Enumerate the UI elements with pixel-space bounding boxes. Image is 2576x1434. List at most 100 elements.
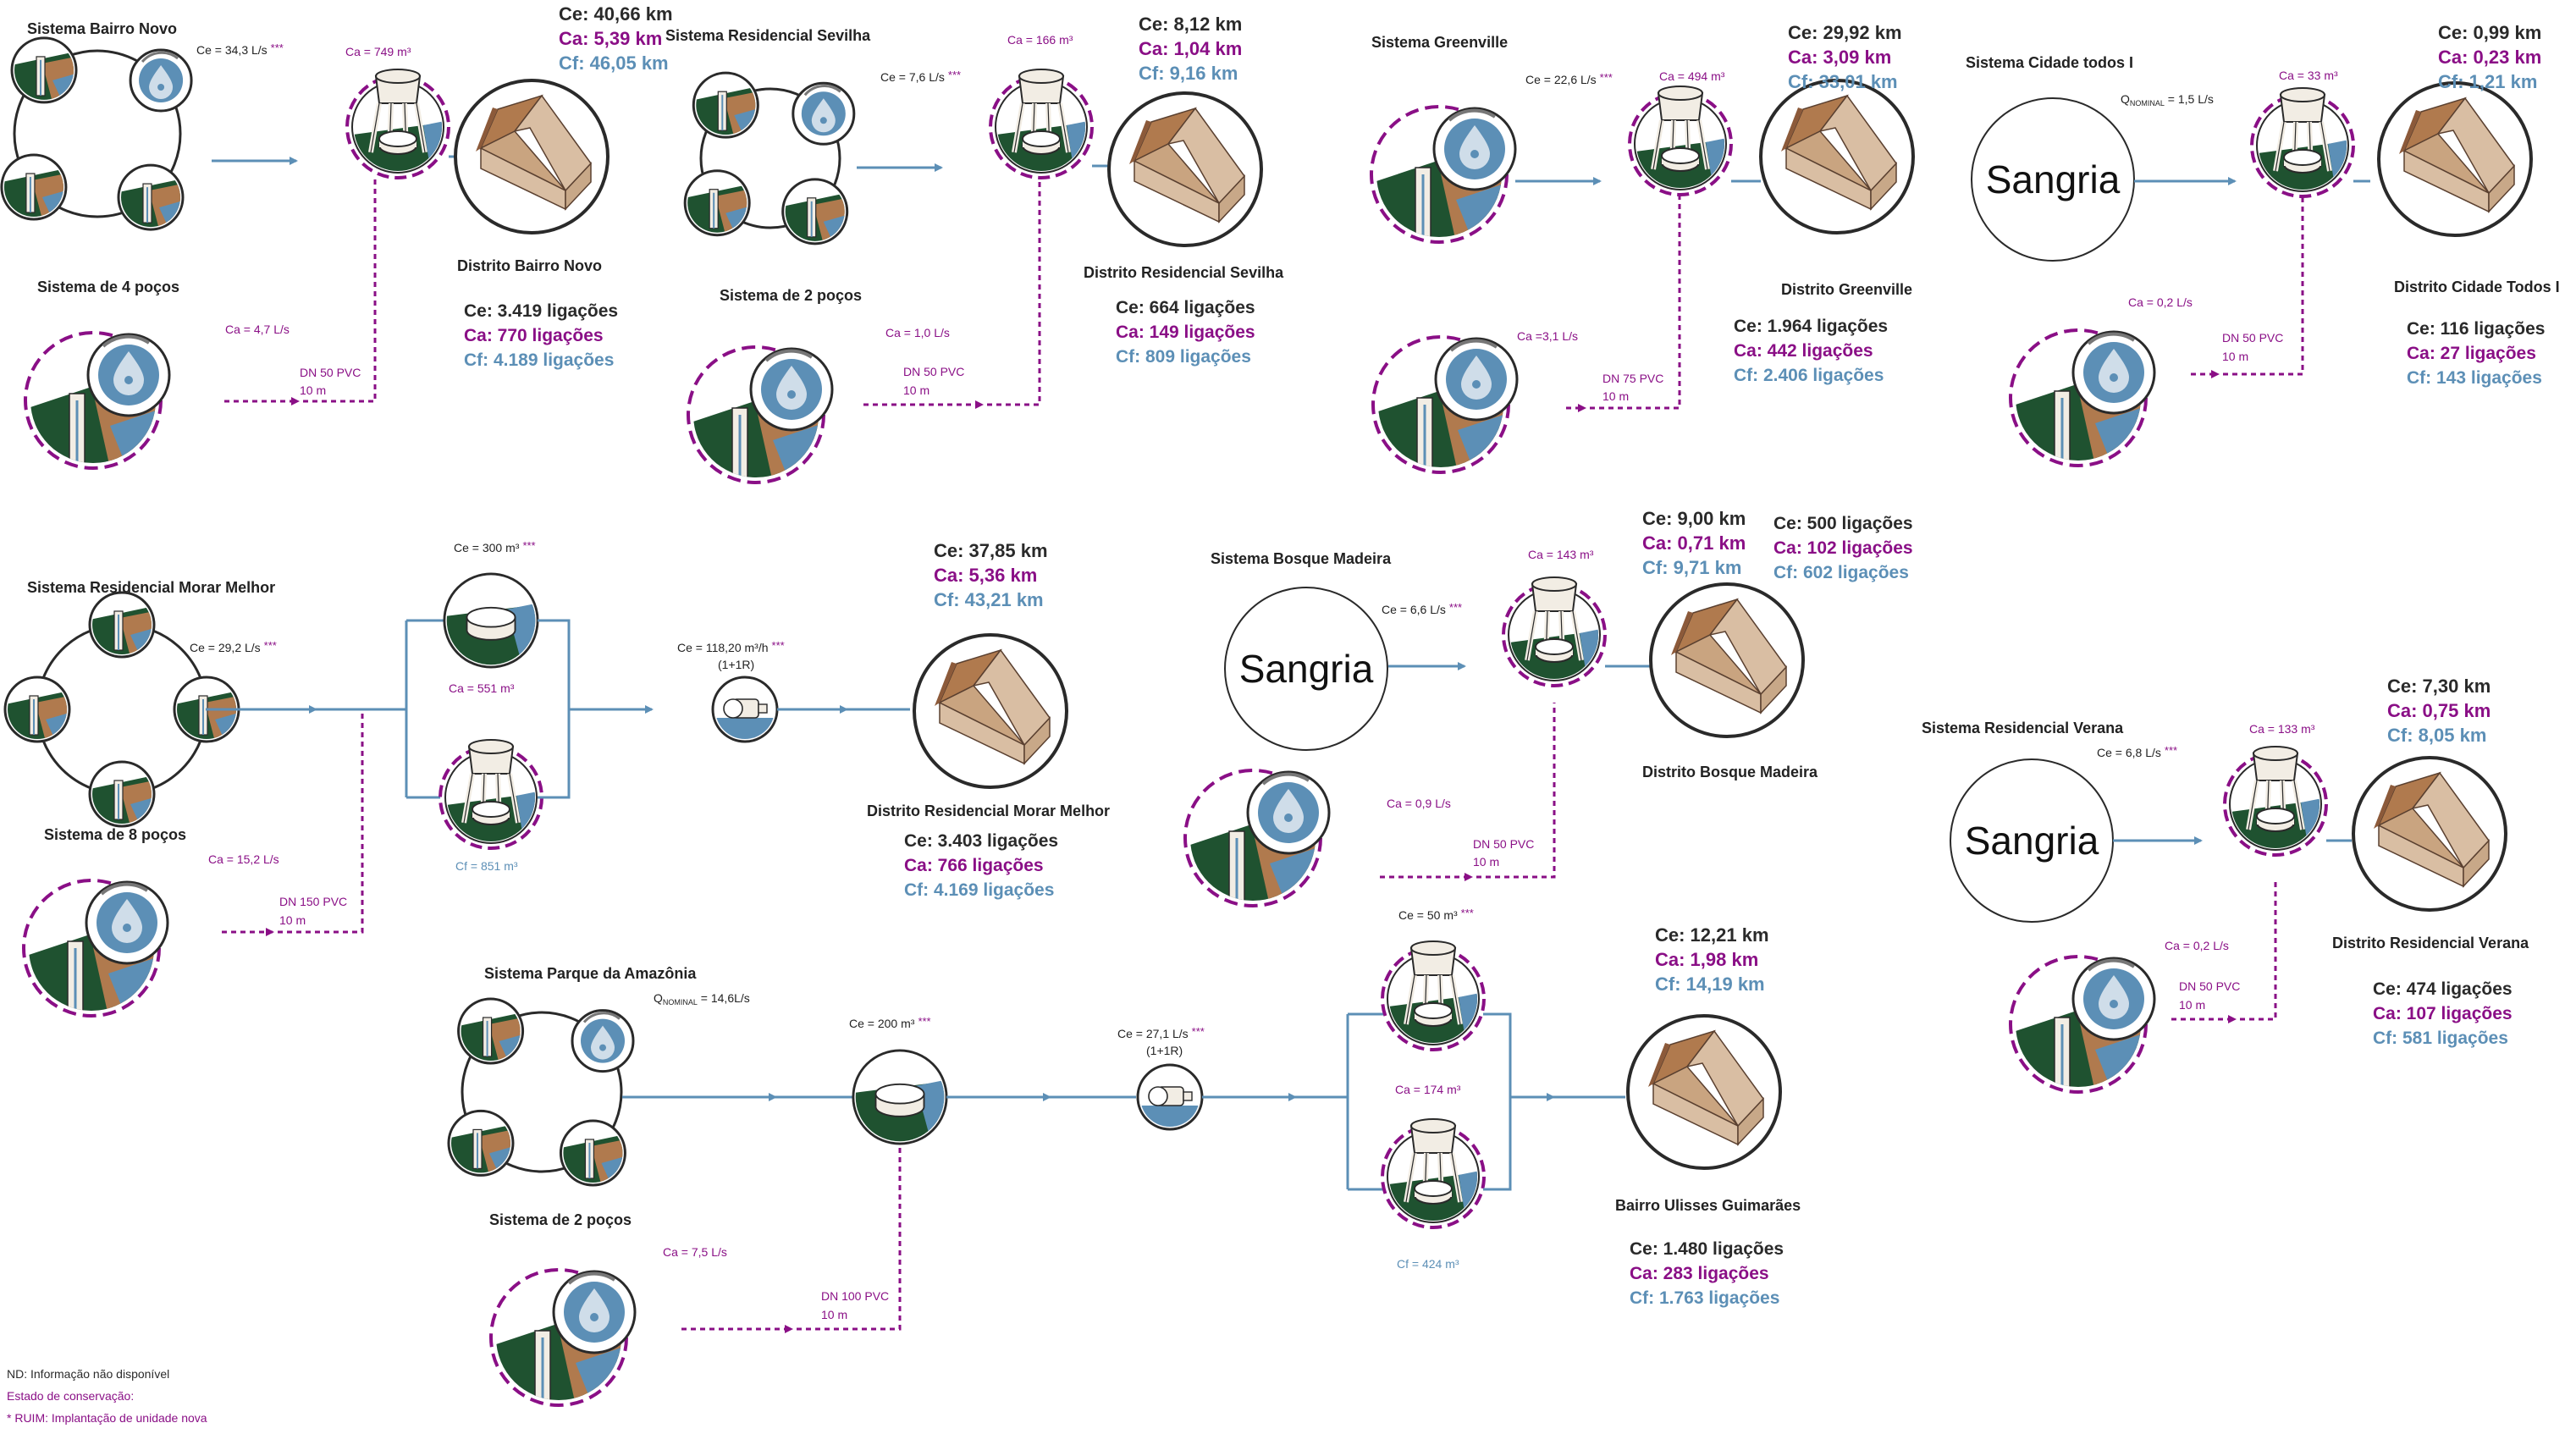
pipe-label: DN 100 PVC [821,1289,889,1303]
well-ring [13,49,182,218]
house-icon-shape [1107,91,1263,247]
ce-label: Ce = 7,6 L/s*** [880,69,961,84]
legend-ruim: * RUIM: Implantação de unidade nova [7,1411,207,1425]
district-name: Distrito Residencial Verana [2332,935,2529,951]
reservoir-ce-label: Ce = 200 m³*** [849,1015,931,1030]
pipe-dashed [278,709,364,934]
system-title: Sistema Residencial Morar Melhor [27,579,275,596]
km-ca: Ca: 0,23 km [2438,47,2541,68]
ce-label: Ce = 22,6 L/s*** [1525,71,1613,86]
tank-cf-label: Cf = 424 m³ [1397,1257,1459,1271]
spring-well-icon-shape [1185,770,1329,906]
ce-label: Ce = 34,3 L/s*** [196,41,284,57]
pipe-label: DN 50 PVC [2179,979,2240,993]
well-icon-shape [459,999,523,1063]
well-icon-shape [90,593,154,657]
well-icon-shape [560,1121,625,1185]
elevated-tank-icon [990,69,1092,178]
pump-icon [1136,1065,1204,1131]
km-ca: Ca: 1,04 km [1139,38,1242,59]
wells-label: Sistema de 4 poços [37,279,179,295]
reservoir-ce-label: Ce = 300 m³*** [454,539,536,554]
pipe-dashed [1476,703,1556,879]
well-icon-shape [2,155,66,219]
connections-ca: Ca: 283 ligações [1630,1264,1769,1283]
km-cf: Cf: 8,05 km [2387,725,2486,746]
well-icon-shape [119,165,183,229]
km-ca: Ca: 1,98 km [1655,949,1758,970]
spring-well-icon [688,347,832,483]
elevated-tank-icon [2252,88,2353,196]
pipe-dashed [2223,196,2304,376]
spring-icon [571,1009,635,1073]
house-icon [1649,582,1805,738]
km-ce: Ce: 37,85 km [934,540,1048,561]
system-title: Sistema Greenville [1371,34,1508,51]
pipe-length-label: 10 m [821,1308,847,1321]
house-icon [1626,1014,1782,1170]
spring-well-icon-shape [688,347,832,483]
pipe-label: DN 50 PVC [300,366,361,379]
connections-ce: Ce: 1.964 ligações [1734,317,1888,336]
pipe-label: DN 50 PVC [2222,331,2283,345]
km-ce: Ce: 7,30 km [2387,676,2491,697]
wells-label: Sistema de 2 poços [489,1211,632,1228]
elevated-tank-icon [1503,577,1605,686]
km-ce: Ce: 29,92 km [1788,22,1902,43]
house-icon-shape [2377,81,2533,237]
tank-ca-label: Ca = 143 m³ [1528,548,1594,561]
district-name: Bairro Ulisses Guimarães [1615,1197,1801,1214]
sangria-circle [1971,97,2135,262]
connections-ce: Ce: 116 ligações [2407,319,2545,339]
pump-icon-shape [1136,1065,1204,1131]
ce-label: Ce = 29,2 L/s*** [190,639,277,654]
house-icon [1759,79,1915,234]
pipe-length-label: 10 m [2222,350,2248,363]
well-icon-shape [12,38,76,102]
well-icon [560,1121,625,1185]
spring-well-icon-shape [491,1270,635,1405]
connections-ce: Ce: 3.419 ligações [464,301,618,321]
pipe-dashed [1590,196,1681,410]
spring-icon-shape [571,1009,635,1073]
elevated-tank-icon [1382,1119,1484,1227]
pipe-length-label: 10 m [1473,855,1499,869]
pump-redundancy-label: (1+1R) [718,658,754,671]
district-name: Distrito Bosque Madeira [1642,764,1818,780]
km-cf: Cf: 33,01 km [1788,71,1898,92]
system-title: Sistema Bosque Madeira [1211,550,1392,567]
house-icon [2352,756,2507,912]
elevated-tank-icon-shape [2252,88,2353,196]
well-icon-shape [90,762,154,826]
pipe-label: DN 75 PVC [1602,372,1663,385]
spring-ca-label: Ca = 0,2 L/s [2165,939,2229,952]
km-ce: Ce: 40,66 km [559,3,673,25]
connections-cf: Cf: 581 ligações [2373,1029,2508,1048]
km-cf: Cf: 9,71 km [1642,557,1741,578]
pipe-dashed [987,179,1041,406]
elevated-tank-icon-shape [1630,86,1731,195]
pump-ce-label: Ce = 118,20 m³/h*** [677,639,785,654]
elevated-tank-icon [440,740,542,848]
house-icon-shape [1759,79,1915,234]
km-ca: Ca: 0,75 km [2387,700,2491,721]
pipe-length-label: 10 m [279,913,306,927]
district-name: Distrito Residencial Sevilha [1084,264,1284,281]
connections-ce: Ce: 664 ligações [1116,298,1255,317]
system-title: Sistema Residencial Sevilha [665,27,871,44]
well-icon [90,593,154,657]
pipe-length-label: 10 m [2179,998,2205,1012]
km-ca: Ca: 3,09 km [1788,47,1891,68]
spring-well-icon-shape [24,880,168,1016]
spring-ca-label: Ca = 4,7 L/s [225,323,290,336]
tank-ca-label: Ca = 33 m³ [2279,69,2338,82]
connections-ce: Ce: 474 ligações [2373,979,2513,999]
house-icon-shape [1626,1014,1782,1170]
km-ca: Ca: 5,39 km [559,28,662,49]
spring-well-icon-shape [1373,337,1517,472]
reservoir-icon [852,1051,948,1145]
reservoir-icon [443,574,539,669]
pipe-label: DN 50 PVC [1473,837,1534,851]
reservoir-icon-shape [852,1051,948,1145]
spring-icon [792,81,856,146]
